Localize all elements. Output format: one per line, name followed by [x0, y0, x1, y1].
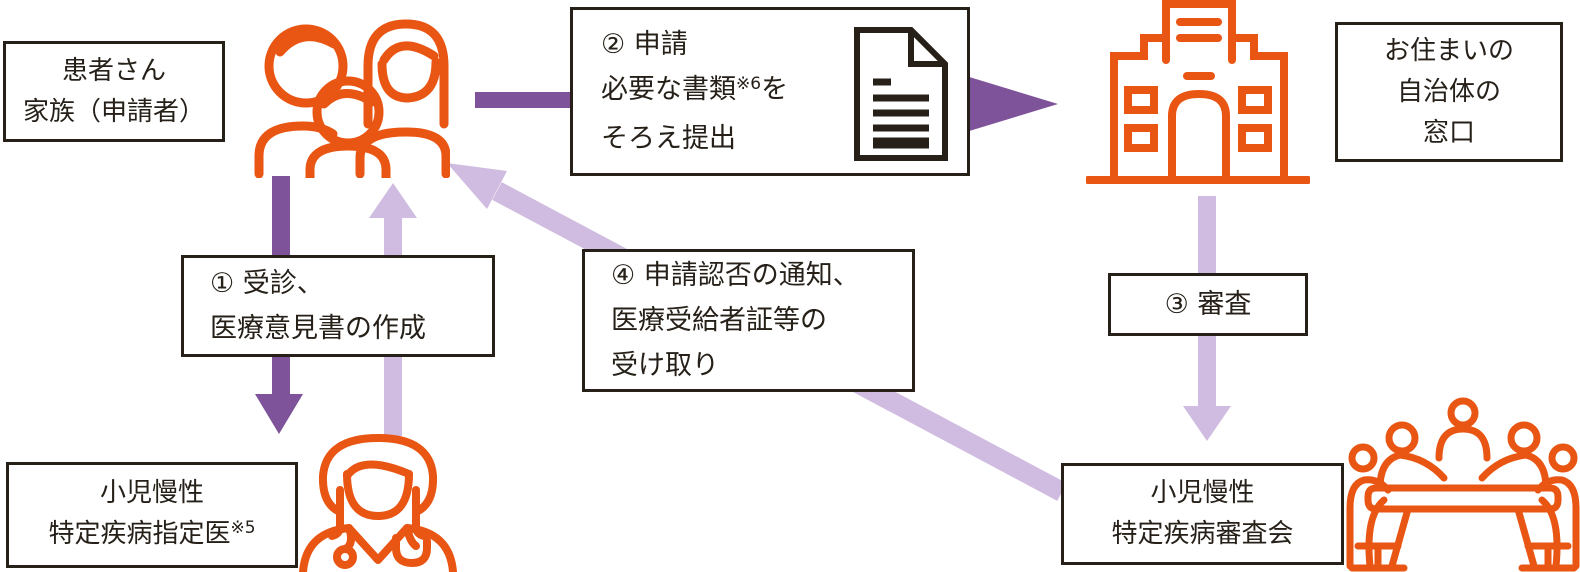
- step3-box: ③ 審査: [1108, 273, 1308, 336]
- designated-doctor-label-line1: 小児慢性: [99, 477, 204, 508]
- step1-line2: 医療意見書の作成: [210, 313, 426, 344]
- step4-box: ④ 申請認否の通知、 医療受給者証等の 受け取り: [582, 249, 915, 392]
- step4-line3: 受け取り: [611, 350, 719, 381]
- designated-doctor-label-line2: 特定疾病指定医※5: [48, 517, 256, 549]
- step2-line3: そろえ提出: [601, 123, 736, 154]
- doctor-note-ref: ※5: [230, 517, 256, 538]
- step2-line2: 必要な書類※6を: [601, 74, 789, 105]
- step4-line1: ④ 申請認否の通知、: [611, 260, 860, 291]
- review-board-meeting-icon: [1346, 397, 1580, 572]
- family-label-line1: 患者さん: [61, 55, 166, 86]
- designated-doctor-box: 小児慢性 特定疾病指定医※5: [6, 462, 298, 568]
- step1-box: ① 受診、 医療意見書の作成: [181, 255, 495, 357]
- step4-line2: 医療受給者証等の: [611, 305, 827, 336]
- step2-box: ② 申請 必要な書類※6を そろえ提出: [570, 7, 970, 176]
- municipality-box: お住まいの 自治体の 窓口: [1335, 22, 1563, 162]
- step2-note-ref: ※6: [736, 74, 762, 94]
- family-icon: [254, 19, 450, 178]
- step3-label: ③ 審査: [1164, 289, 1252, 320]
- municipality-label-line2: 自治体の: [1396, 76, 1501, 107]
- municipality-building-icon: [1086, 0, 1310, 184]
- document-icon: [854, 27, 948, 161]
- family-label-line2: 家族（申請者）: [22, 96, 205, 127]
- step1-line1: ① 受診、: [210, 268, 324, 299]
- municipality-label-line3: 窓口: [1422, 117, 1475, 148]
- municipality-label-line1: お住まいの: [1383, 35, 1514, 66]
- review-board-box: 小児慢性 特定疾病審査会: [1061, 463, 1344, 565]
- review-board-label-line2: 特定疾病審査会: [1111, 519, 1294, 549]
- step2-line1: ② 申請: [601, 29, 688, 60]
- family-box: 患者さん 家族（申請者）: [3, 41, 225, 142]
- review-board-label-line1: 小児慢性: [1150, 478, 1255, 508]
- doctor-icon: [299, 434, 457, 572]
